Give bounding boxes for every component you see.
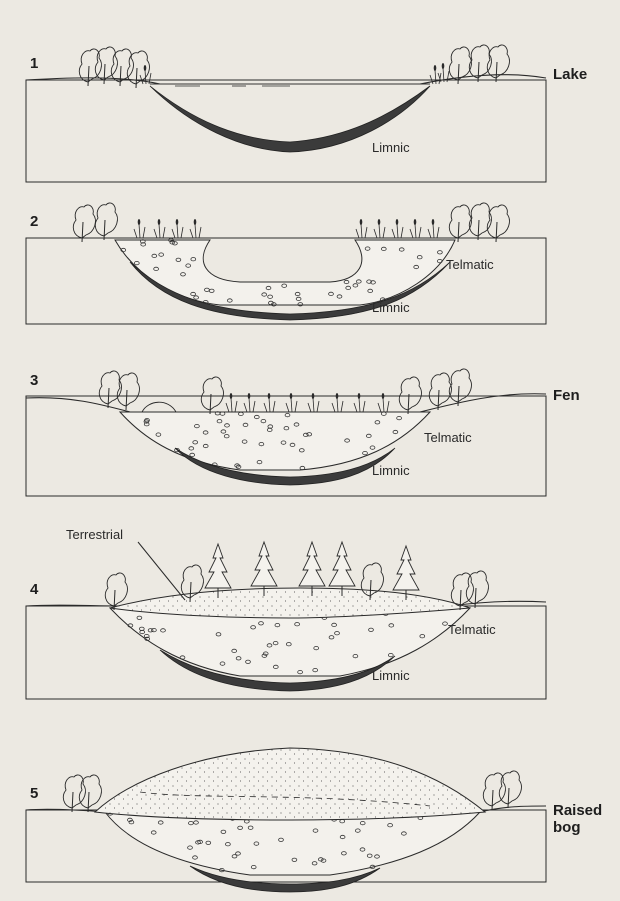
- stage-3: 3 Fen Telmatic Limnic: [26, 369, 580, 496]
- stage-3-number: 3: [30, 372, 38, 389]
- stage-2-frame: [26, 238, 546, 324]
- stage-5-trees-right: [483, 771, 521, 810]
- stage-4-limnic-label: Limnic: [372, 668, 410, 683]
- stage-2-trees-right: [449, 203, 509, 242]
- stage-5-telmatic-layer: [105, 812, 480, 875]
- stage-5-terrestrial-dome: [95, 748, 485, 820]
- stage-1-number: 1: [30, 55, 38, 72]
- stage-4-terrestrial-label: Terrestrial: [66, 527, 123, 542]
- stage-3-trees-right: [399, 369, 471, 414]
- stage-5: 5 Raised bog: [26, 748, 602, 892]
- stage-5-name-line2: bog: [553, 819, 581, 836]
- stage-2-reeds: [134, 219, 439, 238]
- stage-3-telmatic-label: Telmatic: [424, 430, 472, 445]
- stage-2-number: 2: [30, 213, 38, 230]
- stage-1: 1 Lake Limnic: [26, 45, 587, 182]
- stage-2-trees-left: [73, 203, 117, 242]
- stage-1-reeds: [140, 63, 449, 84]
- stage-1-trees-right: [449, 45, 509, 84]
- stage-3-hummock: [142, 402, 176, 412]
- stage-3-name: Fen: [553, 387, 580, 404]
- stage-4: 4 Terrestrial Telmatic Limnic: [26, 527, 546, 699]
- stage-5-number: 5: [30, 785, 38, 802]
- stage-2-telmatic-label: Telmatic: [446, 257, 494, 272]
- stage-1-limnic-label: Limnic: [372, 140, 410, 155]
- stage-4-number: 4: [30, 581, 39, 598]
- stage-1-trees-left: [79, 47, 149, 88]
- stage-1-frame: [26, 80, 546, 182]
- stage-5-ground-right: [480, 806, 546, 812]
- stage-3-trees-left: [99, 371, 223, 414]
- stage-3-limnic-label: Limnic: [372, 463, 410, 478]
- stage-4-ground-right: [450, 601, 546, 606]
- stage-2-limnic-label: Limnic: [372, 300, 410, 315]
- stage-4-telmatic-label: Telmatic: [448, 622, 496, 637]
- stage-2: 2 Telmatic Limnic: [26, 203, 546, 324]
- stage-5-name-line1: Raised: [553, 802, 602, 819]
- stage-1-name: Lake: [553, 66, 587, 83]
- stage-5-trees-left: [63, 775, 101, 812]
- stage-3-telmatic-layer: [120, 412, 430, 470]
- stage-4-terrestrial-leader-line: [138, 542, 185, 600]
